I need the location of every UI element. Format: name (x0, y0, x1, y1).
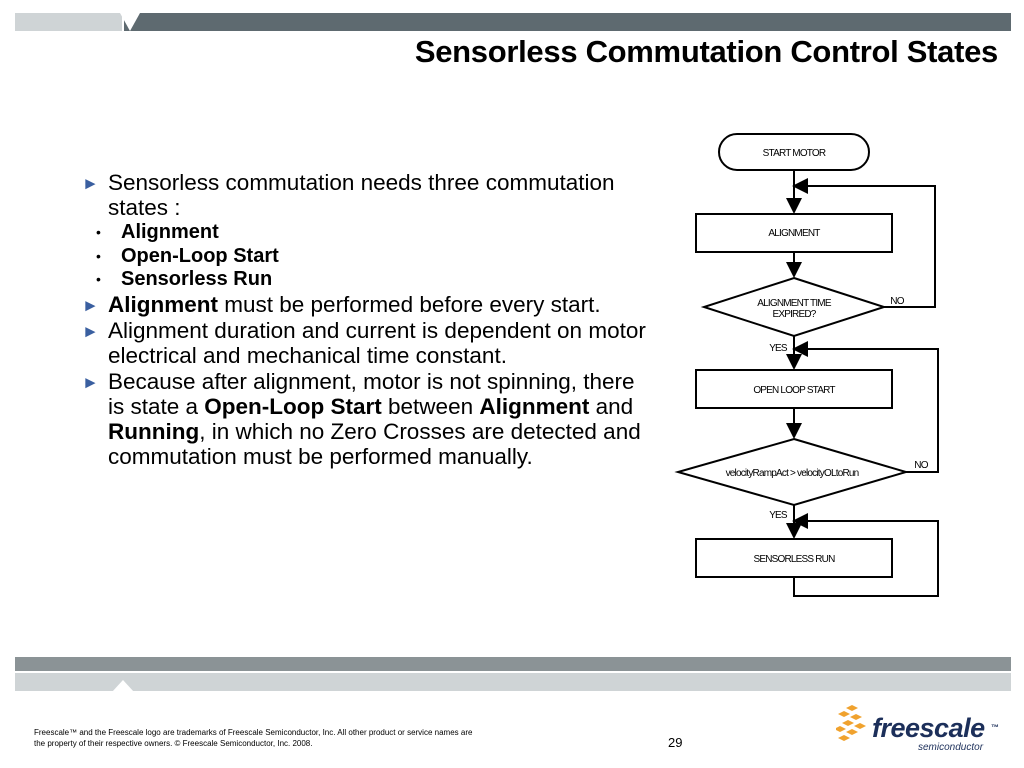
start-terminal-label: START MOTOR (763, 148, 826, 159)
sensorless-run-label: SENSORLESS RUN (753, 554, 835, 565)
decision1-label-line2: EXPIRED? (772, 309, 816, 320)
dot-bullet-icon: • (96, 224, 101, 240)
state-flowchart: START MOTOR ALIGNMENT ALIGNMENT TIME EXP… (674, 133, 939, 597)
open-loop-start-label: OPEN LOOP START (753, 385, 835, 396)
sub-bullet-item: •Alignment (96, 221, 219, 243)
footer-bar-light (15, 673, 1011, 691)
header-bar-dark (124, 13, 1011, 31)
footer-bar-dark (15, 657, 1011, 671)
bullet-bold-text: Alignment (108, 291, 218, 317)
sensorless-run-box (695, 538, 893, 578)
open-loop-start-box (695, 369, 893, 409)
yes-label: YES (769, 510, 788, 521)
arrow-bullet-icon: ► (82, 321, 99, 341)
alignment-box (695, 213, 893, 253)
no-label: NO (890, 296, 904, 307)
bullet-item: ► Sensorless commutation needs three com… (82, 170, 662, 220)
freescale-logo: freescale ™ semiconductor (836, 700, 1006, 760)
decision1-label-line1: ALIGNMENT TIME (757, 298, 832, 309)
sub-bullet-item: •Open-Loop Start (96, 244, 279, 267)
sub-bullet-item: •Sensorless Run (96, 268, 273, 290)
no-label: NO (914, 460, 928, 471)
footer-notch (112, 680, 134, 692)
bullet-text: must be performed before every start. (218, 291, 601, 317)
arrow-bullet-icon: ► (82, 295, 99, 315)
slide-title: Sensorless Commutation Control States (414, 34, 998, 69)
bullet-item: ► Alignment duration and current is depe… (82, 318, 662, 368)
page-number: 29 (668, 735, 683, 750)
logo-wordmark: freescale (872, 713, 985, 743)
dot-bullet-icon: • (96, 271, 101, 287)
alignment-label: ALIGNMENT (768, 228, 820, 239)
logo-subtitle: semiconductor (918, 742, 984, 753)
logo-trademark: ™ (991, 723, 999, 732)
legal-notice: Freescale™ and the Freescale logo are tr… (34, 728, 473, 748)
arrow-bullet-icon: ► (82, 174, 99, 193)
bullet-text: Sensorless commutation needs three commu… (108, 170, 615, 220)
bullet-list: ► Sensorless commutation needs three com… (82, 170, 662, 470)
sub-bullet-list: •Alignment •Open-Loop Start •Sensorless … (82, 221, 662, 292)
freescale-mark-icon (836, 705, 866, 741)
dot-bullet-icon: • (96, 247, 101, 264)
bullet-item: ► Because after alignment, motor is not … (82, 368, 641, 469)
arrow-bullet-icon: ► (82, 372, 99, 392)
header-notch (120, 13, 140, 31)
yes-label: YES (769, 343, 788, 354)
header-bar-light (15, 13, 122, 31)
decision2-label: velocityRampAct > velocityOLtoRun (726, 468, 859, 479)
bullet-text: Alignment duration and current is depend… (108, 317, 646, 368)
bullet-item: ► Alignment must be performed before eve… (82, 292, 662, 317)
